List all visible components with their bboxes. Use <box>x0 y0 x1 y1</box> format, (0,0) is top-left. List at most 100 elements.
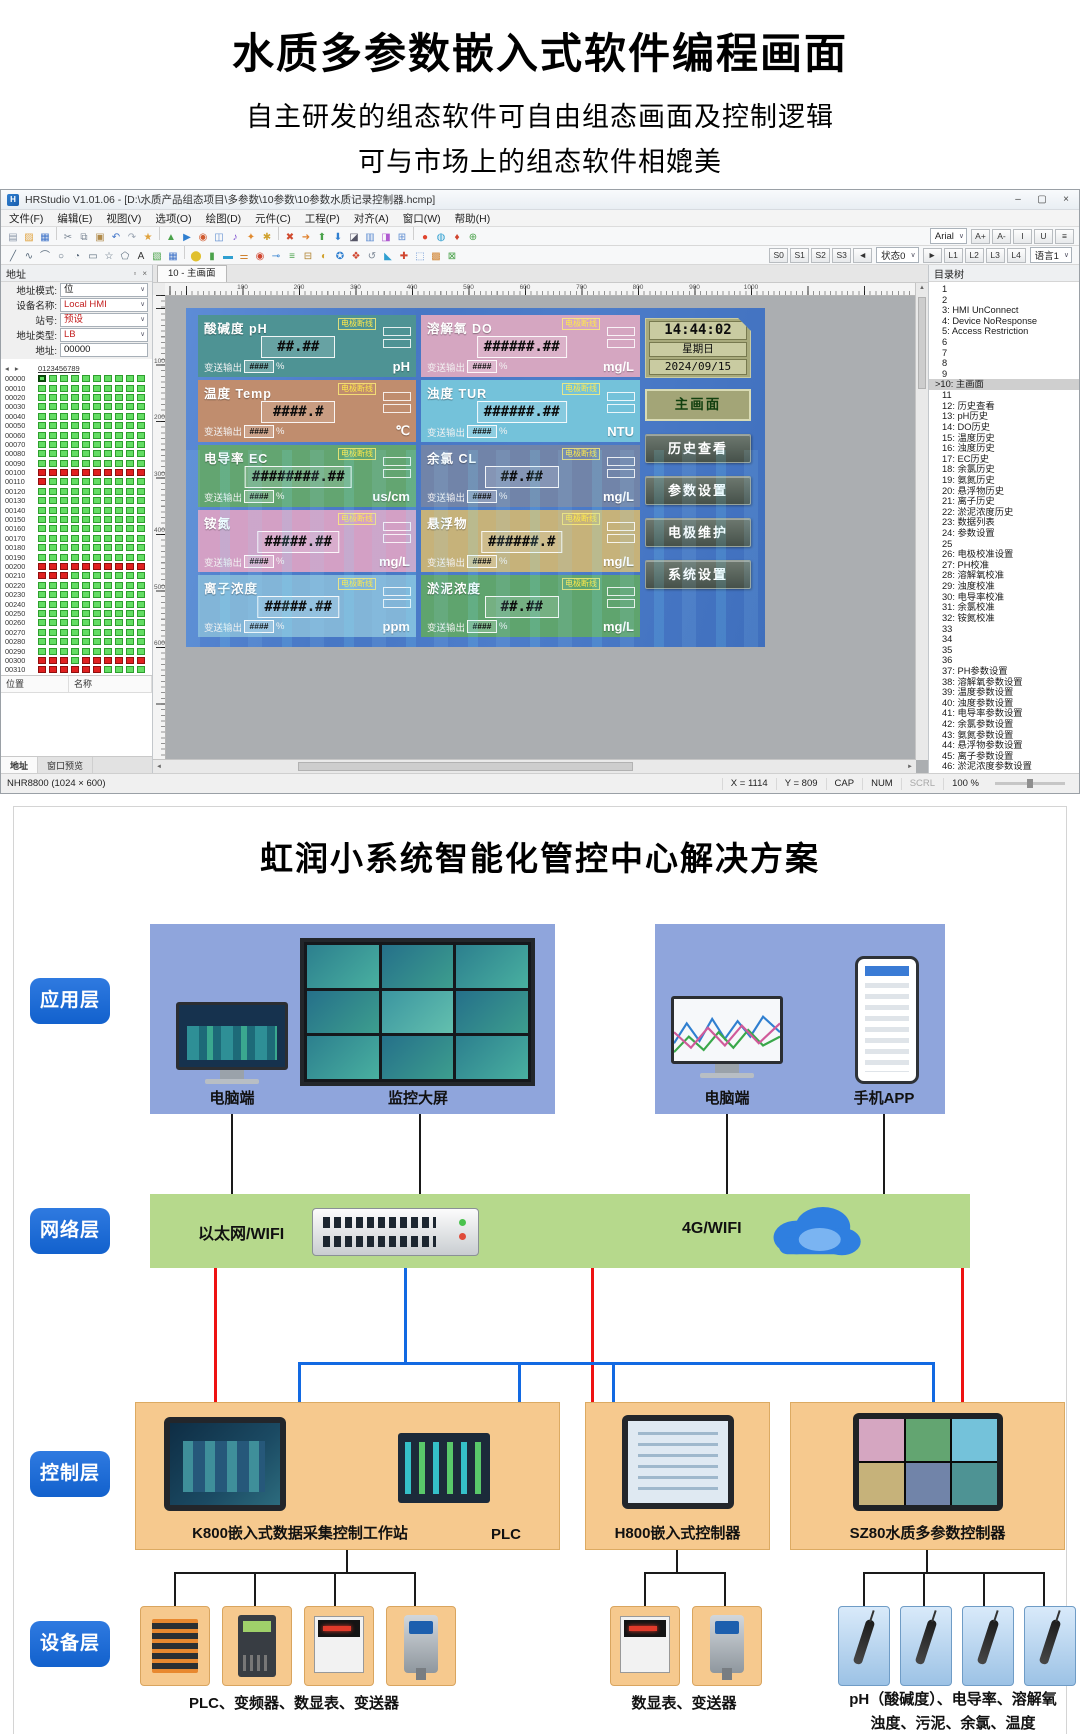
address-cell[interactable] <box>137 459 145 467</box>
address-cell[interactable] <box>93 384 101 392</box>
address-cell[interactable] <box>71 628 79 636</box>
address-cell[interactable] <box>49 628 57 636</box>
scroll-right-icon[interactable]: ► <box>907 763 913 770</box>
address-cell[interactable] <box>93 422 101 430</box>
address-cell[interactable] <box>49 412 57 420</box>
hmi-tile-离子浓度[interactable]: 离子浓度电极断线#####.##变送输出####%ppm <box>198 575 416 637</box>
address-cell[interactable] <box>71 384 79 392</box>
address-cell[interactable] <box>71 506 79 514</box>
address-cell[interactable] <box>93 403 101 411</box>
address-cell[interactable] <box>49 591 57 599</box>
grid-row-address[interactable]: 00300 <box>5 655 26 665</box>
grid-row-address[interactable]: 00200 <box>5 562 26 571</box>
address-cell[interactable] <box>71 422 79 430</box>
address-cell[interactable] <box>60 440 68 448</box>
output-value[interactable]: #### <box>244 424 275 438</box>
grid-row-address[interactable]: 00260 <box>5 618 26 628</box>
address-cell[interactable] <box>60 544 68 552</box>
grid-row-address[interactable]: 00220 <box>5 580 26 590</box>
address-cell[interactable] <box>115 431 123 439</box>
address-cell[interactable] <box>104 656 112 664</box>
numeric-element-icon[interactable]: ⊟ <box>303 250 313 262</box>
menu-item-绘图(D)[interactable]: 绘图(D) <box>205 212 242 225</box>
address-cell[interactable] <box>82 638 90 646</box>
copy-icon[interactable]: ⧉ <box>80 231 88 243</box>
address-cell[interactable] <box>49 647 57 655</box>
address-cell[interactable] <box>49 450 57 458</box>
download-icon[interactable]: ⬇ <box>333 231 343 243</box>
address-cell[interactable] <box>49 600 57 608</box>
address-cell[interactable] <box>93 440 101 448</box>
address-cell[interactable] <box>71 656 79 664</box>
bar-element-icon[interactable]: ▬ <box>223 250 233 262</box>
address-cell[interactable] <box>49 638 57 646</box>
address-cell[interactable] <box>93 525 101 533</box>
address-cell[interactable] <box>104 431 112 439</box>
font-family-select[interactable]: Arial ∨ <box>929 228 967 244</box>
address-cell[interactable] <box>82 647 90 655</box>
tree-item-13[interactable]: 13: pH历史 <box>942 411 988 422</box>
state-button-S2[interactable]: S2 <box>811 247 831 263</box>
tree-item-46[interactable]: 46: 淤泥浓度参数设置 <box>942 761 1032 772</box>
address-cell[interactable] <box>104 591 112 599</box>
address-cell[interactable] <box>60 412 68 420</box>
address-cell[interactable] <box>60 619 68 627</box>
address-cell[interactable] <box>71 450 79 458</box>
address-cell[interactable] <box>71 534 79 542</box>
address-cell[interactable] <box>137 487 145 495</box>
font-decrease-icon[interactable]: A- <box>992 228 1011 244</box>
address-cell[interactable] <box>104 563 112 570</box>
tree-item-22[interactable]: 22: 淤泥浓度历史 <box>942 506 1014 517</box>
address-cell[interactable] <box>71 412 79 420</box>
address-cell[interactable] <box>60 422 68 430</box>
underline-icon[interactable]: U <box>1034 228 1053 244</box>
paste-icon[interactable]: ▣ <box>95 231 105 243</box>
address-cell[interactable] <box>93 534 101 542</box>
address-cell[interactable] <box>49 431 57 439</box>
audio-icon[interactable]: ♪ <box>232 231 238 243</box>
tree-item-8[interactable]: 8 <box>942 358 948 369</box>
text-tool-icon[interactable]: A <box>137 250 145 262</box>
address-cell[interactable] <box>93 516 101 524</box>
address-cell[interactable] <box>49 666 57 674</box>
grid-row-address[interactable]: 00170 <box>5 533 26 543</box>
address-cell[interactable] <box>93 487 101 495</box>
tree-item-14[interactable]: 14: DO历史 <box>942 421 991 432</box>
tree-item-21[interactable]: 21: 离子历史 <box>942 496 995 507</box>
field-select[interactable]: 位∨ <box>60 282 148 297</box>
address-cell[interactable] <box>126 440 134 448</box>
tree-item-12[interactable]: 12: 历史查看 <box>942 400 995 411</box>
tree-item-16[interactable]: 16: 浊度历史 <box>942 443 995 454</box>
address-cell[interactable] <box>115 563 123 570</box>
output-value[interactable]: #### <box>467 360 498 373</box>
grid-row-address[interactable]: 00270 <box>5 627 26 637</box>
address-cell[interactable] <box>104 459 112 467</box>
output-value[interactable]: #### <box>244 490 275 503</box>
grid-row-address[interactable]: 00050 <box>5 421 26 431</box>
address-cell[interactable] <box>82 403 90 411</box>
state-button-S0[interactable]: S0 <box>769 247 789 263</box>
address-cell[interactable] <box>126 516 134 524</box>
grid-nav-arrows-icon[interactable]: ◂ ▸ <box>5 363 21 373</box>
address-cell[interactable] <box>93 563 101 570</box>
address-cell[interactable] <box>38 628 46 636</box>
address-cell[interactable] <box>137 656 145 664</box>
align-icon[interactable]: ≡ <box>1055 228 1074 244</box>
grid-row-address[interactable]: 00120 <box>5 486 26 496</box>
output-value[interactable]: #### <box>244 555 275 568</box>
tree-item-37[interactable]: 37: PH参数设置 <box>942 665 1008 676</box>
address-cell[interactable] <box>82 506 90 514</box>
tree-item-29[interactable]: 29: 浊度校准 <box>942 581 995 592</box>
address-cell[interactable] <box>60 553 68 561</box>
address-cell[interactable] <box>71 403 79 411</box>
tree-item-23[interactable]: 23: 数据列表 <box>942 517 995 528</box>
address-cell[interactable] <box>104 375 112 383</box>
tree-item-20[interactable]: 20: 悬浮物历史 <box>942 485 1004 496</box>
address-cell[interactable] <box>93 553 101 561</box>
address-cell[interactable] <box>93 393 101 401</box>
address-cell[interactable] <box>104 553 112 561</box>
address-cell[interactable] <box>49 619 57 627</box>
field-select[interactable]: Local HMI∨ <box>60 297 148 312</box>
tree-item-42[interactable]: 42: 余氯参数设置 <box>942 718 1014 729</box>
